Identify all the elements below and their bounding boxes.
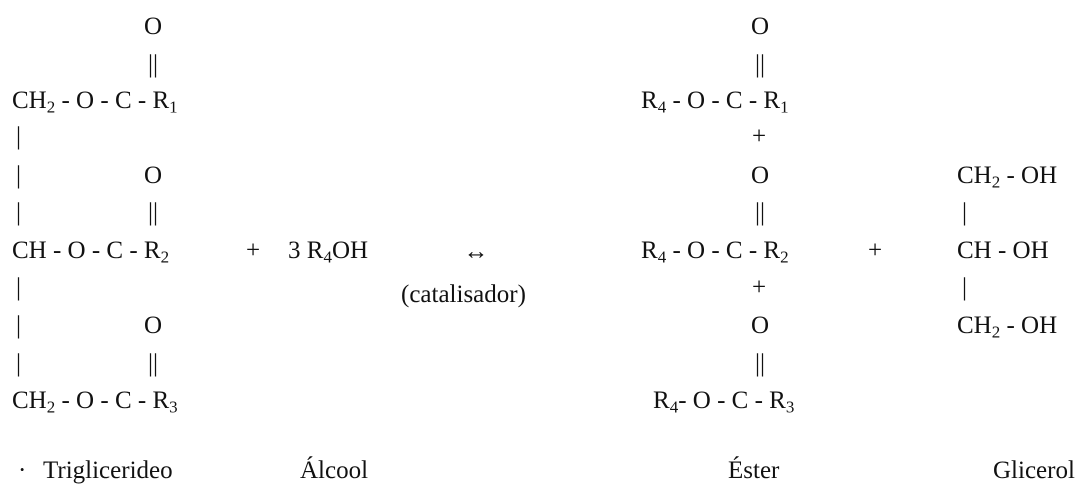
ester-plus-1: + — [751, 123, 767, 150]
glycerol-row-3: CH2 - OH — [957, 312, 1058, 342]
backbone-bond: | — [16, 199, 22, 226]
label-alcohol: Álcool — [300, 457, 369, 484]
ester-double-bond-3: || — [754, 350, 766, 377]
ester-row-3: R4- O - C - R3 — [653, 387, 795, 417]
label-glycerol: Glicerol — [993, 457, 1075, 484]
double-bond-1: || — [147, 51, 159, 78]
triglyceride-row-2: CH - O - C - R2 — [12, 237, 170, 267]
ester-double-bond-1: || — [754, 51, 766, 78]
double-bond-3: || — [147, 350, 159, 377]
backbone-bond: | — [16, 274, 22, 301]
triglyceride-row-3: CH2 - O - C - R3 — [12, 387, 178, 417]
ester-plus-2: + — [751, 274, 767, 301]
ester-oxygen-1: O — [750, 13, 770, 40]
ester-double-bond-2: || — [754, 199, 766, 226]
backbone-bond: | — [16, 350, 22, 377]
ester-oxygen-2: O — [750, 162, 770, 189]
plus-sign-2: + — [868, 237, 883, 264]
glycerol-row-2: CH - OH — [957, 237, 1049, 264]
label-triglyceride: Triglicerideo — [43, 457, 173, 484]
alcohol-formula: 3 R4OH — [288, 237, 369, 267]
equilibrium-arrow: ↔ — [463, 238, 489, 265]
backbone-bond: | — [16, 312, 22, 339]
ester-oxygen-3: O — [750, 312, 770, 339]
plus-sign: + — [246, 237, 261, 264]
catalyst-label: (catalisador) — [401, 281, 526, 308]
bullet-mark: · — [18, 457, 27, 484]
backbone-bond: | — [16, 123, 22, 150]
label-ester: Éster — [728, 457, 780, 484]
carbonyl-oxygen-3: O — [143, 312, 163, 339]
triglyceride-row-1: CH2 - O - C - R1 — [12, 87, 178, 117]
double-bond-2: || — [147, 199, 159, 226]
glycerol-bond: | — [962, 274, 968, 301]
carbonyl-oxygen-1: O — [143, 13, 163, 40]
backbone-bond: | — [16, 162, 22, 189]
carbonyl-oxygen-2: O — [143, 162, 163, 189]
glycerol-bond: | — [962, 199, 968, 226]
ester-row-1: R4 - O - C - R1 — [641, 87, 789, 117]
glycerol-row-1: CH2 - OH — [957, 162, 1058, 192]
ester-row-2: R4 - O - C - R2 — [641, 237, 789, 267]
